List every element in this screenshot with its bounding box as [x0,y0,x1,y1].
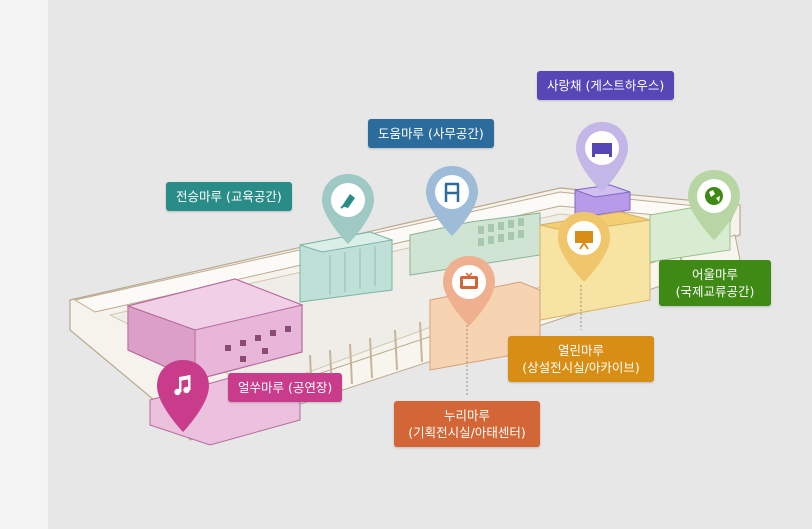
jeonseung-label[interactable]: 전승마루 (교육공간) [166,182,292,211]
globe-icon [705,187,723,205]
yeollin-subtitle: (상설전시실/아카이브) [522,360,640,375]
left-strip [0,0,48,529]
tv-icon [460,272,478,289]
eoul-subtitle: (국제교류공간) [675,284,755,299]
doum-label[interactable]: 도움마루 (사무공간) [368,119,494,148]
eoul-map-pin[interactable] [686,168,742,242]
chair-icon [444,182,460,202]
sarangchae-title: 사랑채 (게스트하우스) [547,78,665,93]
nuri-subtitle: (기획전시실/아태센터) [408,425,526,440]
pen-nib-icon [340,194,355,209]
doum-title: 도움마루 (사무공간) [378,126,484,141]
nuri-map-pin[interactable] [441,254,497,328]
eolssu-map-pin[interactable] [155,358,211,434]
eoul-label[interactable]: 어울마루 (국제교류공간) [659,260,771,306]
jeonseung-map-pin[interactable] [320,172,376,246]
yeollin-title: 열린마루 [557,343,604,358]
sarangchae-label[interactable]: 사랑채 (게스트하우스) [537,71,675,100]
eoul-title: 어울마루 [691,267,738,282]
nuri-title: 누리마루 [443,408,490,423]
easel-icon [575,231,593,250]
sarangchae-map-pin[interactable] [574,120,630,194]
jeonseung-title: 전승마루 (교육공간) [176,189,282,204]
eolssu-label[interactable]: 얼쑤마루 (공연장) [228,373,343,402]
yeollin-label[interactable]: 열린마루 (상설전시실/아카이브) [508,336,654,382]
eolssu-title: 얼쑤마루 (공연장) [238,380,333,395]
doum-map-pin[interactable] [424,164,480,238]
bed-icon [592,143,612,157]
yeollin-map-pin[interactable] [556,210,612,284]
music-note-icon [174,375,191,396]
nuri-label[interactable]: 누리마루 (기획전시실/아태센터) [394,401,540,447]
